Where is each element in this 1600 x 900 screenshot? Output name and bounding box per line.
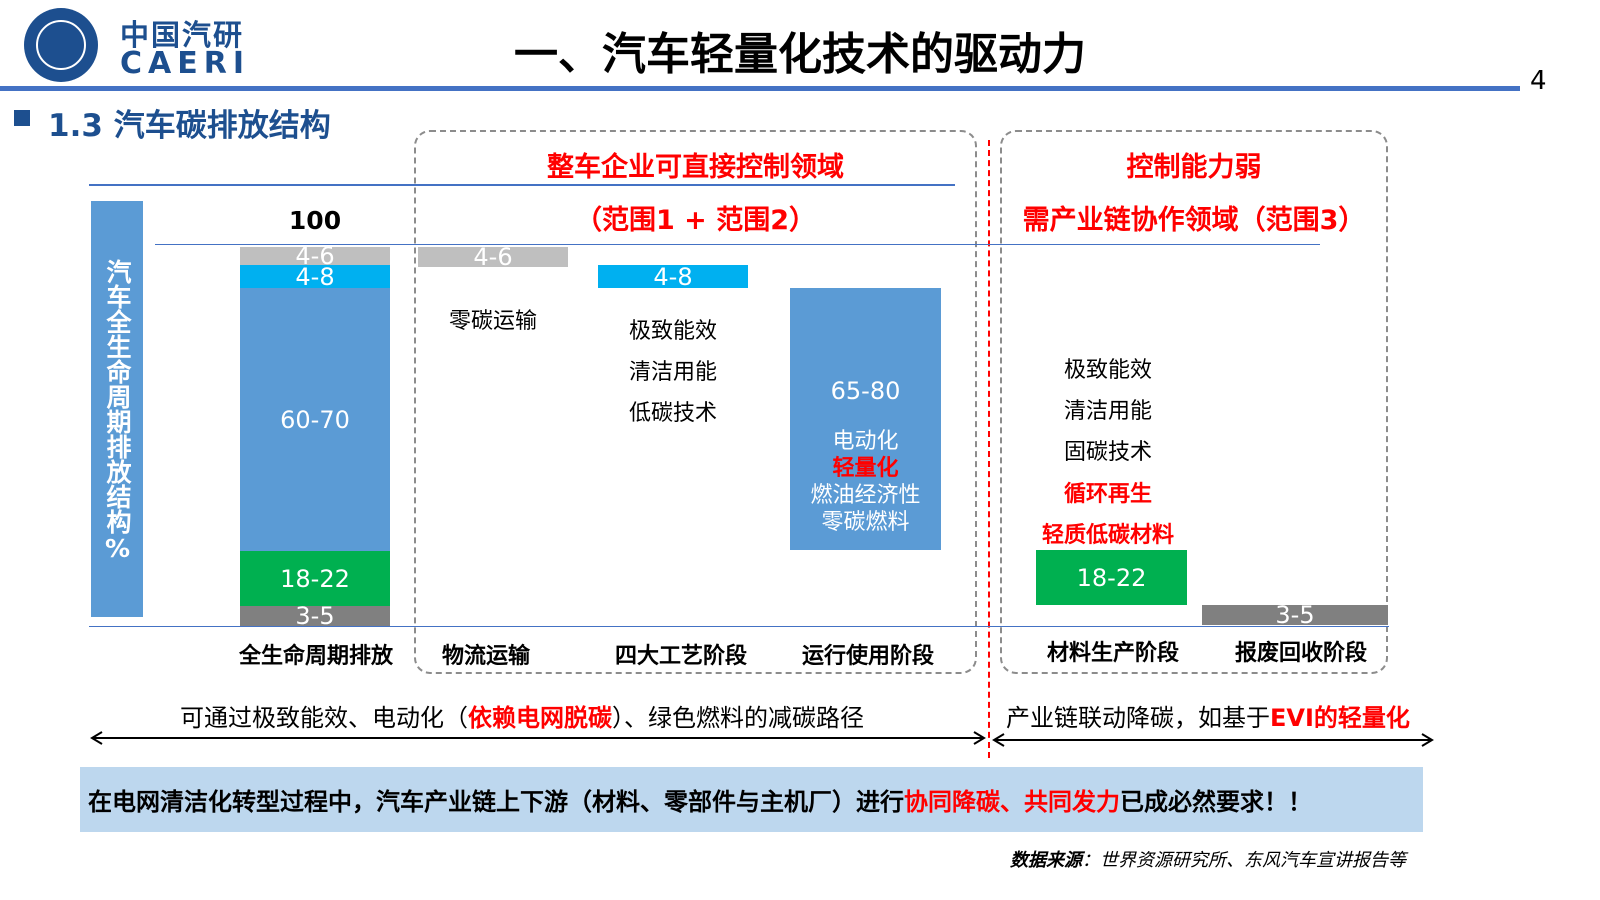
step-bar-usage — [790, 288, 941, 550]
note-process-3: 低碳技术 — [628, 401, 717, 426]
note-material-5: 轻质低碳材料 — [1041, 523, 1174, 548]
right-path-text: 产业链联动降碳，如基于EVI的轻量化 — [1006, 704, 1410, 732]
page-number: 4 — [1530, 66, 1547, 96]
direct-control-zone — [414, 130, 977, 674]
header-underline — [89, 184, 955, 186]
category-label-total: 全生命周期排放 — [238, 644, 393, 669]
note-usage-1: 电动化 — [832, 429, 899, 454]
stack-segment-usage: 60-70 — [240, 288, 390, 551]
stack-segment-logistics: 4-6 — [240, 244, 390, 268]
baseline — [89, 626, 1389, 627]
title-rule — [0, 86, 1520, 91]
stack-segment-recycling: 3-5 — [240, 604, 390, 628]
category-label-material: 材料生产阶段 — [1046, 641, 1179, 666]
section-title: 1.3 汽车碳排放结构 — [48, 108, 331, 144]
zone-divider — [988, 140, 990, 758]
direct-zone-scope: （范围1 + 范围2） — [575, 205, 816, 236]
step-bar-material: 18-22 — [1036, 550, 1187, 605]
caeri-logo-emblem — [24, 8, 98, 82]
stack-segment-material: 18-22 — [240, 551, 390, 606]
logo-en-text: CAERI — [120, 46, 250, 81]
step-bar-process: 4-8 — [598, 265, 748, 289]
category-label-usage: 运行使用阶段 — [801, 644, 934, 669]
section-bullet-icon — [14, 110, 30, 126]
weak-zone-scope: 需产业链协作领域（范围3） — [1022, 205, 1366, 236]
data-source: 数据来源：世界资源研究所、东风汽车宣讲报告等 — [1010, 850, 1406, 871]
note-material-1: 极致能效 — [1063, 358, 1152, 383]
left-path-text: 可通过极致能效、电动化（依赖电网脱碳）、绿色燃料的减碳路径 — [180, 704, 864, 732]
note-material-2: 清洁用能 — [1063, 399, 1152, 424]
note-process-1: 极致能效 — [628, 319, 717, 344]
category-label-logistics: 物流运输 — [441, 644, 530, 669]
weak-control-zone — [1000, 130, 1388, 674]
stack-segment-process: 4-8 — [240, 265, 390, 289]
note-usage-3: 燃油经济性 — [810, 483, 921, 508]
conclusion-banner: 在电网清洁化转型过程中，汽车产业链上下游（材料、零部件与主机厂）进行协同降碳、共… — [80, 767, 1423, 832]
note-material-3: 固碳技术 — [1063, 440, 1152, 465]
total-value-label: 100 — [288, 206, 342, 235]
step-bar-logistics: 4-6 — [418, 245, 568, 269]
logo-cn-text: 中国汽研 — [120, 18, 245, 52]
total-reference-line — [155, 244, 1320, 245]
note-material-4: 循环再生 — [1063, 482, 1152, 507]
category-label-process: 四大工艺阶段 — [614, 644, 747, 669]
weak-zone-heading: 控制能力弱 — [1126, 152, 1262, 183]
note-usage-4: 零碳燃料 — [821, 510, 910, 535]
left-span-arrow — [90, 731, 986, 745]
y-axis-label: 汽车全生命周期排放结构% — [91, 201, 143, 617]
category-label-recycling: 报废回收阶段 — [1234, 641, 1367, 666]
step-bar-recycling: 3-5 — [1202, 603, 1388, 627]
note-logistics-1: 零碳运输 — [448, 309, 537, 334]
step-bar-usage-label: 65-80 — [830, 377, 901, 405]
slide-title: 一、汽车轻量化技术的驱动力 — [514, 29, 1086, 80]
direct-zone-heading: 整车企业可直接控制领域 — [547, 152, 844, 183]
right-span-arrow — [992, 733, 1434, 747]
note-usage-2: 轻量化 — [832, 456, 899, 481]
note-process-2: 清洁用能 — [628, 360, 717, 385]
